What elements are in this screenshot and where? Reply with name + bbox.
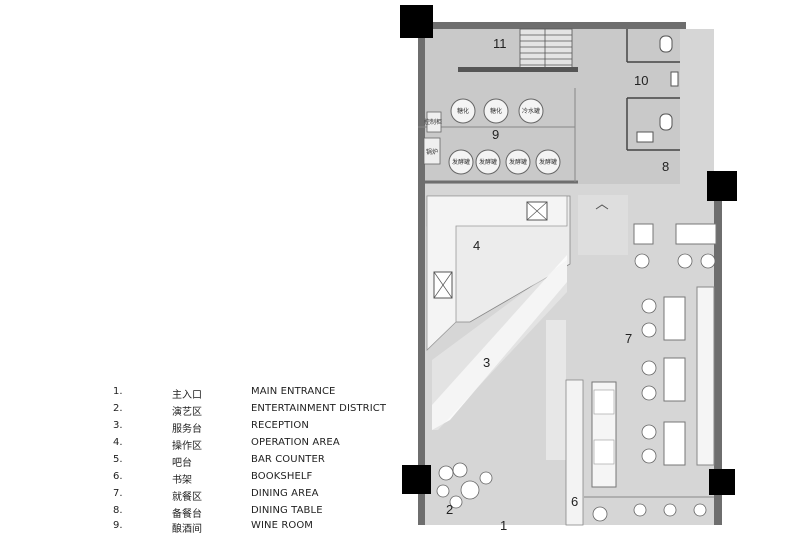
legend-chinese: 书架 — [172, 475, 192, 486]
toilet-icon — [659, 35, 673, 53]
legend-chinese: 演艺区 — [172, 407, 202, 418]
legend-chinese: 操作区 — [172, 441, 202, 452]
legend-chinese: 吧台 — [172, 458, 192, 469]
zone-label-11: 11 — [493, 36, 507, 51]
floor-plan: 糖化 糖化 冷水罐 发酵罐 发酵罐 发酵罐 发酵罐 控制柜 锅炉 — [400, 5, 737, 533]
column — [707, 171, 737, 201]
dining-chairs — [634, 253, 716, 269]
bar-column — [546, 320, 566, 460]
urinal-icon — [670, 71, 679, 87]
tank-label: 发酵罐 — [479, 158, 497, 166]
control-cabinet — [426, 111, 442, 133]
zone-label-10: 10 — [634, 73, 648, 88]
legend-english: DINING TABLE — [251, 505, 323, 516]
dining-table — [675, 223, 717, 245]
legend-chinese: 就餐区 — [172, 492, 202, 503]
toilet-icon — [659, 113, 673, 131]
legend-english: BOOKSHELF — [251, 471, 313, 482]
zone-label-2: 2 — [446, 502, 453, 517]
legend-number: 1. — [113, 386, 123, 397]
boiler-label: 锅炉 — [426, 148, 438, 156]
sink-icon — [636, 131, 654, 143]
zone-label-3: 3 — [483, 355, 490, 370]
legend-number: 3. — [113, 420, 123, 431]
boiler — [423, 137, 441, 165]
legend-number: 4. — [113, 437, 123, 448]
operation-counter — [426, 195, 568, 351]
dining-table — [633, 223, 654, 245]
staircase — [519, 28, 573, 70]
wall-bench — [696, 286, 715, 466]
stage-seating — [436, 462, 493, 509]
zone-label-1: 1 — [500, 518, 507, 533]
reception-zone — [432, 260, 567, 430]
legend-chinese: 服务台 — [172, 424, 202, 435]
column — [400, 5, 433, 38]
tank-row-bottom — [448, 149, 561, 175]
zone-label-7: 7 — [625, 331, 632, 346]
tank-label: 发酵罐 — [539, 158, 557, 166]
legend-english: MAIN ENTRANCE — [251, 386, 336, 397]
restroom-block — [626, 29, 680, 151]
legend-english: OPERATION AREA — [251, 437, 340, 448]
legend-number: 6. — [113, 471, 123, 482]
dining-table-group — [663, 296, 686, 466]
zone-label-6: 6 — [571, 494, 578, 509]
legend-english: DINING AREA — [251, 488, 319, 499]
tank-label: 发酵罐 — [452, 158, 470, 166]
stair-railing — [458, 67, 578, 72]
legend-number: 5. — [113, 454, 123, 465]
legend-english: ENTERTAINMENT DISTRICT — [251, 403, 387, 414]
zone-label-4: 4 — [473, 238, 480, 253]
tank-label: 冷水罐 — [522, 107, 540, 115]
bench-seat — [593, 439, 615, 465]
up-arrow — [595, 204, 609, 210]
legend-number: 7. — [113, 488, 123, 499]
legend-number: 2. — [113, 403, 123, 414]
bench-seat — [593, 389, 615, 415]
zone-label-9: 9 — [492, 127, 499, 142]
bookshelf — [565, 379, 584, 526]
column — [709, 469, 735, 495]
tank-label: 发酵罐 — [509, 158, 527, 166]
legend-number: 9. — [113, 520, 123, 531]
dining-chairs — [592, 298, 707, 522]
tank-label: 糖化 — [490, 107, 502, 115]
legend-number: 8. — [113, 505, 123, 516]
legend-chinese: 酿酒间 — [172, 524, 202, 535]
legend-chinese: 备餐台 — [172, 509, 202, 520]
zone-label-8: 8 — [662, 159, 669, 174]
legend-english: BAR COUNTER — [251, 454, 325, 465]
cabinet-label: 控制柜 — [424, 118, 442, 126]
corridor — [578, 195, 628, 255]
legend-english: RECEPTION — [251, 420, 309, 431]
legend-english: WINE ROOM — [251, 520, 314, 531]
tank-row-top — [450, 98, 544, 124]
tank-label: 糖化 — [457, 107, 469, 115]
legend-chinese: 主入口 — [172, 390, 202, 401]
column — [402, 465, 431, 494]
